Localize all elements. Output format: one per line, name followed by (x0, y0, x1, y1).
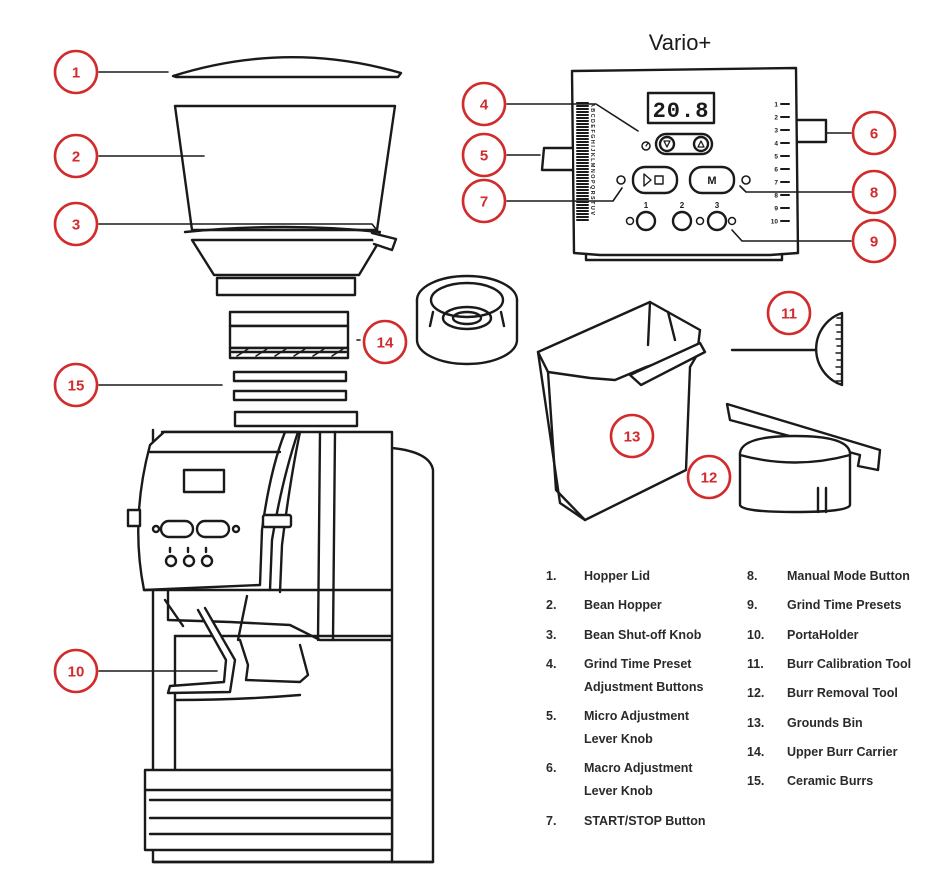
micro-scale-letters: A B C D E F G H I J K L M N O P Q R S T … (589, 103, 595, 215)
preset-label-3: 3 (715, 201, 720, 210)
legend-number: 2. (546, 598, 557, 612)
ceramic-burrs (232, 370, 348, 402)
callout-number: 9 (870, 234, 878, 251)
control-panel (540, 66, 828, 262)
callout-7: 7 (461, 178, 507, 224)
callout-1: 1 (53, 49, 99, 95)
callout-14: 14 (362, 319, 408, 365)
legend-number: 7. (546, 814, 557, 828)
callout-number: 8 (870, 185, 878, 202)
callout-10: 10 (53, 648, 99, 694)
callout-number: 7 (480, 194, 488, 211)
callout-number: 11 (781, 306, 797, 323)
bean-hopper (173, 104, 398, 297)
legend-label: Bean Shut-off Knob (584, 628, 702, 642)
legend-number: 1. (546, 569, 557, 583)
hopper-lid (171, 56, 403, 79)
parts-legend-right: 8. Manual Mode Button 9. Grind Time Presets… (747, 565, 947, 805)
callout-5: 5 (461, 132, 507, 178)
burr-removal-tool (725, 402, 882, 514)
grounds-bin (536, 300, 707, 522)
legend-number: 13. (747, 716, 765, 730)
callout-3: 3 (53, 201, 99, 247)
preset-label-2: 2 (680, 201, 685, 210)
legend-label: Ceramic Burrs (787, 774, 874, 788)
legend-label: Upper Burr Carrier (787, 745, 898, 759)
callout-number: 4 (480, 97, 489, 114)
macro-scale-label: 6 (774, 167, 778, 174)
legend-label: Burr Removal Tool (787, 686, 898, 700)
legend-label: START/STOP Button (584, 814, 706, 828)
macro-scale-label: 8 (774, 193, 778, 200)
callout-number: 2 (72, 149, 80, 166)
callout-9: 9 (851, 218, 897, 264)
callout-number: 5 (480, 148, 488, 165)
callout-4: 4 (461, 81, 507, 127)
callout-number: 10 (68, 664, 85, 681)
callout-13: 13 (609, 413, 655, 459)
macro-scale-label: 2 (774, 115, 778, 122)
legend-number: 14. (747, 745, 765, 759)
callout-11: 11 (766, 290, 812, 336)
callout-number: 6 (870, 126, 878, 143)
callout-number: 13 (624, 429, 641, 446)
callout-number: 3 (72, 217, 80, 234)
manual-button-label: M (707, 175, 716, 187)
callout-number: 1 (72, 65, 80, 82)
macro-scale-label: 1 (774, 102, 778, 109)
macro-scale-label: 4 (774, 141, 778, 148)
legend-number: 3. (546, 628, 557, 642)
callout-number: 12 (701, 470, 718, 487)
legend-label: Bean Hopper (584, 598, 662, 612)
grinder-body (126, 410, 435, 864)
legend-number: 15. (747, 774, 765, 788)
upper-burr-carrier (415, 274, 519, 366)
legend-label: Grind Time Presets (787, 598, 902, 612)
callout-15: 15 (53, 362, 99, 408)
legend-label: Manual Mode Button (787, 569, 910, 583)
legend-label: Burr Calibration Tool (787, 657, 912, 671)
legend-label: PortaHolder (787, 628, 859, 642)
brand-title: Vario+ (649, 30, 712, 55)
macro-scale-label: 7 (774, 180, 778, 187)
legend-number: 12. (747, 686, 765, 700)
legend-label: Hopper Lid (584, 569, 650, 583)
callout-2: 2 (53, 133, 99, 179)
callout-number: 14 (377, 335, 394, 352)
callout-12: 12 (686, 454, 732, 500)
upper-burr-carrier-stack (228, 310, 350, 360)
macro-scale-label: 3 (774, 128, 778, 135)
macro-scale-label: 10 (771, 219, 779, 226)
legend-number: 11. (747, 657, 764, 671)
preset-label-1: 1 (644, 201, 649, 210)
macro-scale-label: 5 (774, 154, 778, 161)
legend-number: 4. (546, 657, 557, 671)
legend-number: 6. (546, 761, 557, 775)
legend-number: 8. (747, 569, 758, 583)
legend-number: 10. (747, 628, 765, 642)
burr-calibration-tool (730, 311, 844, 387)
legend-number: 5. (546, 709, 557, 723)
callout-6: 6 (851, 110, 897, 156)
callout-number: 15 (68, 378, 85, 395)
legend-number: 9. (747, 598, 758, 612)
legend-label: Grounds Bin (787, 716, 863, 730)
callout-8: 8 (851, 169, 897, 215)
display-readout: 20.8 (653, 99, 710, 124)
macro-scale-label: 9 (774, 206, 778, 213)
parts-legend-left: 1. Hopper Lid 2. Bean Hopper 3. Bean Shut-off… (546, 565, 746, 835)
